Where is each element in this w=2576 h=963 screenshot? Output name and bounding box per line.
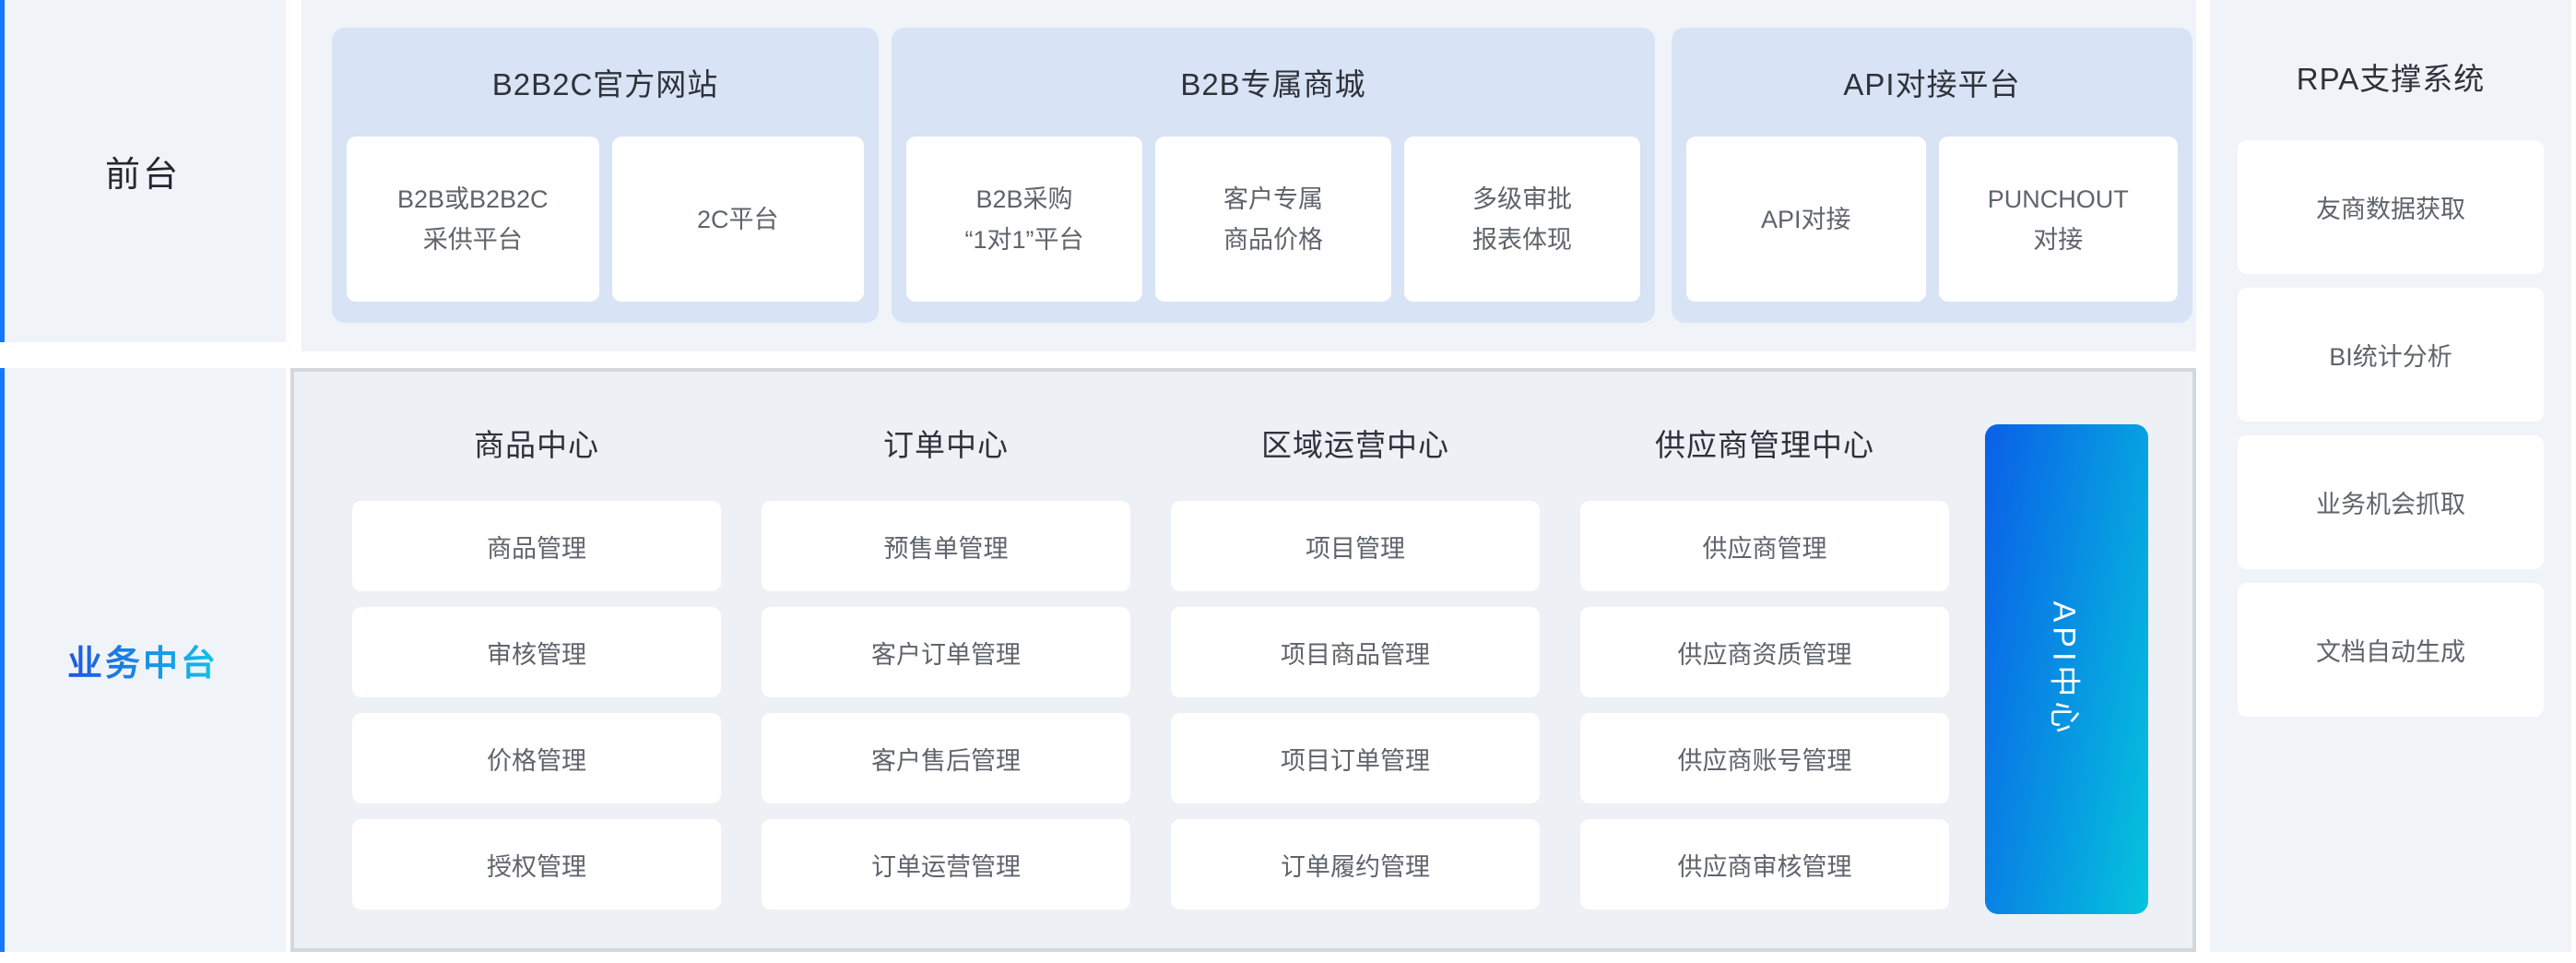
middle-platform-label: 业务中台 — [67, 635, 219, 685]
column-title: 商品中心 — [474, 428, 599, 462]
group-cards: API对接 PUNCHOUT 对接 — [1672, 137, 2192, 302]
card-line: 采供平台 — [422, 225, 523, 254]
sidebar-section-middle-platform: 业务中台 — [0, 368, 286, 952]
card-supplier-qualification-management: 供应商资质管理 — [1580, 607, 1949, 697]
column-cards: 项目管理 项目商品管理 项目订单管理 订单履约管理 — [1171, 501, 1540, 910]
column-cards: 预售单管理 客户订单管理 客户售后管理 订单运营管理 — [762, 501, 1130, 910]
card-api-integration: API对接 — [1686, 137, 1926, 302]
card-price-management: 价格管理 — [352, 713, 721, 803]
column-cards: 供应商管理 供应商资质管理 供应商账号管理 供应商审核管理 — [1580, 501, 1949, 910]
card-b2b-b2b2c-platform: B2B或B2B2C 采供平台 — [347, 137, 599, 302]
frontend-panel: B2B2C官方网站 B2B或B2B2C 采供平台 2C平台 B2B专属商城 B2… — [301, 0, 2196, 351]
card-supplier-account-management: 供应商账号管理 — [1580, 713, 1949, 803]
card-supplier-review-management: 供应商审核管理 — [1580, 819, 1949, 910]
group-b2b-exclusive-mall: B2B专属商城 B2B采购 “1对1”平台 客户专属 商品价格 多级审批 报表体… — [892, 28, 1655, 323]
api-center-label: API中心 — [2046, 600, 2081, 738]
card-project-order-management: 项目订单管理 — [1171, 713, 1540, 803]
column-supplier-management-center: 供应商管理中心 供应商管理 供应商资质管理 供应商账号管理 供应商审核管理 — [1580, 372, 1949, 910]
frontend-label: 前台 — [104, 156, 181, 195]
group-cards: B2B采购 “1对1”平台 客户专属 商品价格 多级审批 报表体现 — [892, 137, 1655, 302]
card-line: 报表体现 — [1472, 225, 1572, 254]
card-project-product-management: 项目商品管理 — [1171, 607, 1540, 697]
api-center-bar: API中心 — [1985, 424, 2148, 914]
card-order-operation-management: 订单运营管理 — [762, 819, 1130, 910]
card-business-opportunity-capture: 业务机会抓取 — [2238, 435, 2544, 569]
accent-stripe — [0, 0, 5, 342]
card-line: B2B或B2B2C — [396, 184, 549, 213]
card-customer-exclusive-price: 客户专属 商品价格 — [1155, 137, 1391, 302]
group-b2b2c-official-site: B2B2C官方网站 B2B或B2B2C 采供平台 2C平台 — [332, 28, 879, 323]
card-product-management: 商品管理 — [352, 501, 721, 591]
card-b2b-procurement-1to1: B2B采购 “1对1”平台 — [906, 137, 1142, 302]
column-cards: 商品管理 审核管理 价格管理 授权管理 — [352, 501, 721, 910]
accent-stripe — [0, 368, 5, 952]
card-customer-aftersale-management: 客户售后管理 — [762, 713, 1130, 803]
card-line: 商品价格 — [1223, 225, 1323, 254]
card-document-auto-generation: 文档自动生成 — [2238, 583, 2544, 717]
column-product-center: 商品中心 商品管理 审核管理 价格管理 授权管理 — [352, 372, 721, 910]
group-cards: B2B或B2B2C 采供平台 2C平台 — [332, 137, 879, 302]
group-title: B2B2C官方网站 — [491, 67, 719, 101]
card-authorization-management: 授权管理 — [352, 819, 721, 910]
card-review-management: 审核管理 — [352, 607, 721, 697]
card-peer-data-acquisition: 友商数据获取 — [2238, 140, 2544, 274]
sidebar-section-frontend: 前台 — [0, 0, 286, 342]
group-api-integration-platform: API对接平台 API对接 PUNCHOUT 对接 — [1672, 28, 2192, 323]
card-order-fulfillment-management: 订单履约管理 — [1171, 819, 1540, 910]
card-line: “1对1”平台 — [964, 225, 1084, 254]
group-title: API对接平台 — [1843, 67, 2021, 101]
card-bi-statistical-analysis: BI统计分析 — [2238, 288, 2544, 422]
rpa-title: RPA支撑系统 — [2296, 62, 2486, 96]
card-line: 2C平台 — [696, 205, 779, 233]
card-line: 客户专属 — [1223, 184, 1323, 213]
card-line: API对接 — [1760, 205, 1851, 233]
column-title: 供应商管理中心 — [1655, 428, 1874, 462]
group-title: B2B专属商城 — [1180, 67, 1366, 101]
middle-platform-container: 商品中心 商品管理 审核管理 价格管理 授权管理 订单中心 预售单管理 客户订单… — [290, 368, 2196, 952]
card-multilevel-approval-report: 多级审批 报表体现 — [1404, 137, 1640, 302]
rpa-support-panel: RPA支撑系统 友商数据获取 BI统计分析 业务机会抓取 文档自动生成 — [2210, 0, 2571, 952]
card-2c-platform: 2C平台 — [611, 137, 864, 302]
card-customer-order-management: 客户订单管理 — [762, 607, 1130, 697]
card-presale-order-management: 预售单管理 — [762, 501, 1130, 591]
column-title: 订单中心 — [883, 428, 1009, 462]
card-supplier-management: 供应商管理 — [1580, 501, 1949, 591]
column-regional-operation-center: 区域运营中心 项目管理 项目商品管理 项目订单管理 订单履约管理 — [1171, 372, 1540, 910]
card-project-management: 项目管理 — [1171, 501, 1540, 591]
card-punchout-integration: PUNCHOUT 对接 — [1938, 137, 2178, 302]
column-order-center: 订单中心 预售单管理 客户订单管理 客户售后管理 订单运营管理 — [762, 372, 1130, 910]
card-line: 对接 — [2033, 225, 2084, 254]
rpa-cards: 友商数据获取 BI统计分析 业务机会抓取 文档自动生成 — [2238, 140, 2544, 717]
column-title: 区域运营中心 — [1261, 428, 1449, 462]
card-line: B2B采购 — [975, 184, 1073, 213]
card-line: PUNCHOUT — [1987, 184, 2129, 213]
card-line: 多级审批 — [1472, 184, 1572, 213]
